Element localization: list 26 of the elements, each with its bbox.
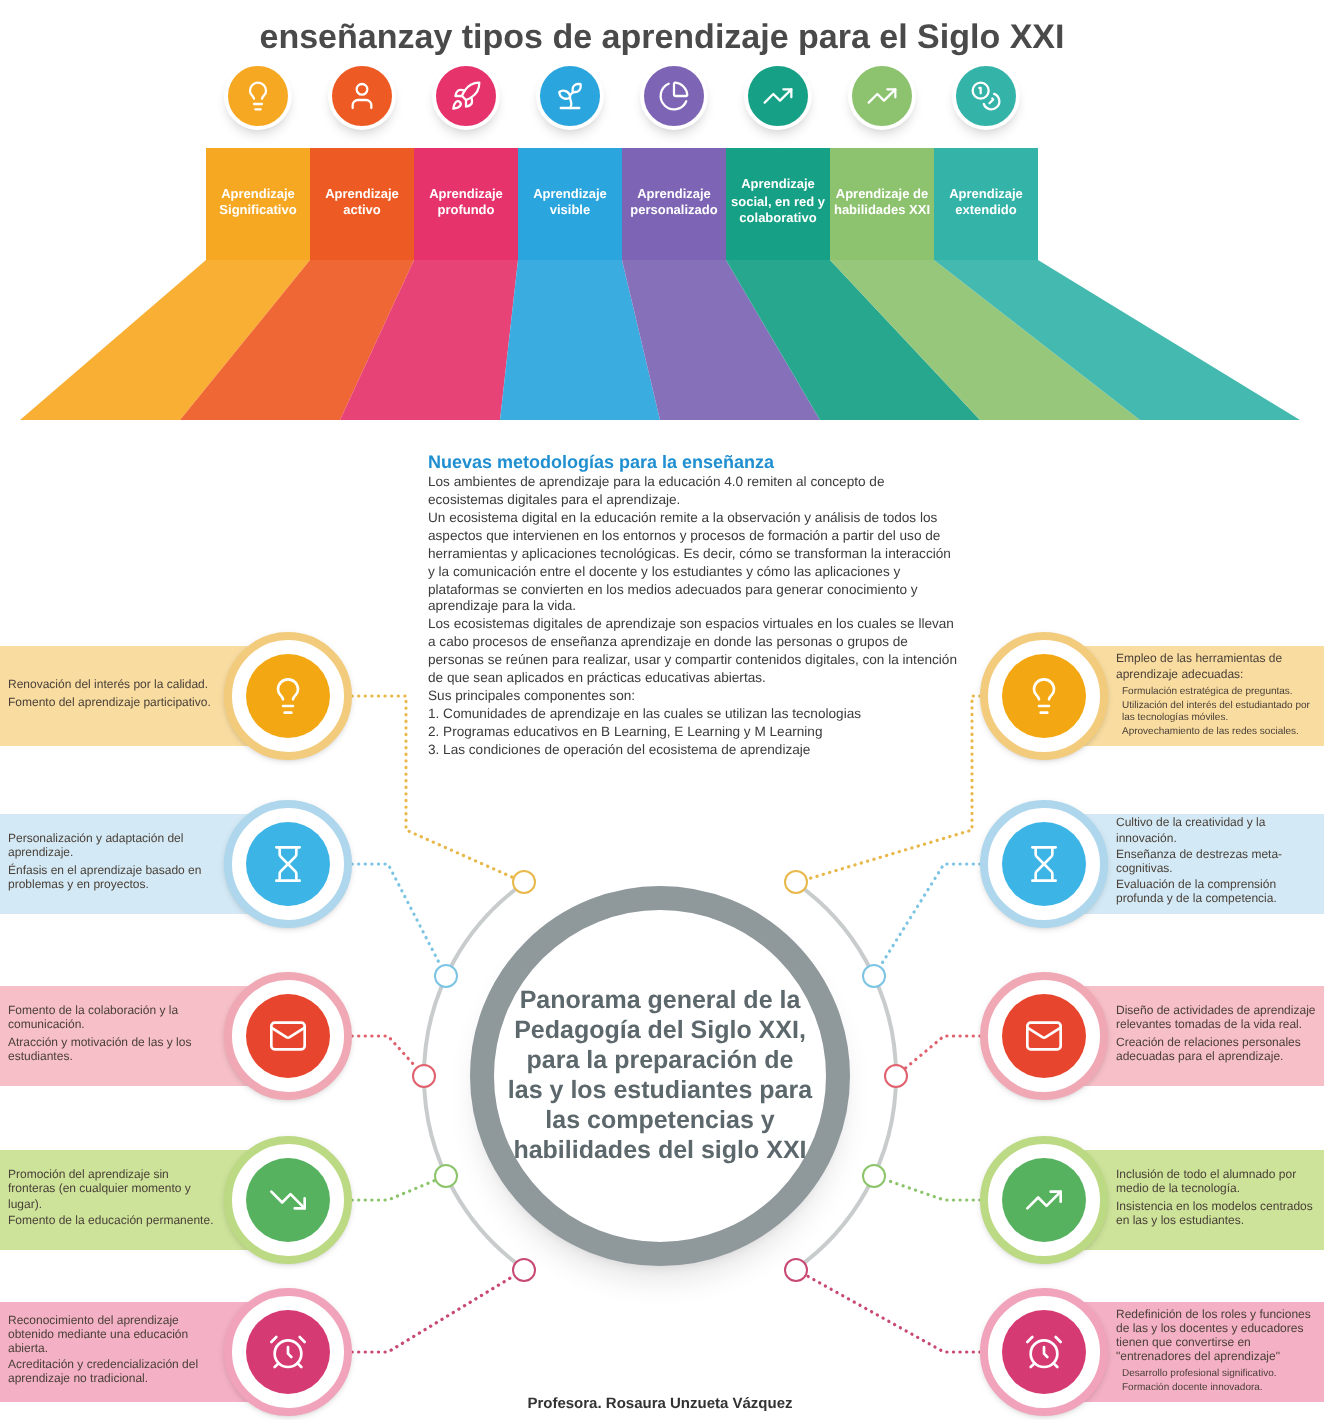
learning-type-tab <box>622 148 726 260</box>
connector-dot <box>512 1257 537 1282</box>
connector-dot <box>434 1163 459 1188</box>
title: enseñanzay tipos de aprendizaje para el Siglo XXI <box>257 16 1067 60</box>
connector-dot <box>783 870 808 895</box>
learning-type-tab <box>206 148 310 260</box>
connector-dot <box>861 964 886 989</box>
connector-dot <box>434 964 459 989</box>
connector-dot <box>412 1064 436 1088</box>
dotted-connector <box>804 1273 982 1354</box>
learning-type-tab <box>726 148 830 260</box>
connector-dot <box>861 1163 886 1188</box>
connector-dot <box>783 1257 808 1282</box>
connector-dot <box>884 1064 908 1088</box>
dotted-connector <box>878 862 982 968</box>
dotted-connector <box>903 1034 982 1070</box>
dotted-connector <box>883 1178 982 1202</box>
learning-type-tab <box>518 148 622 260</box>
learning-type-tab <box>414 148 518 260</box>
section-heading: Nuevas metodologías para la enseñanza <box>428 452 777 476</box>
learning-type-tab <box>830 148 934 260</box>
dotted-connector <box>805 694 982 881</box>
connector-dot <box>512 870 537 895</box>
learning-type-tab <box>934 148 1038 260</box>
learning-type-tab <box>310 148 414 260</box>
center-title: Panorama general de la Pedagogía del Siglo XXI, para la preparación de las y los estudiantes para las competencias y habilidades del siglo XXI <box>505 986 815 1166</box>
